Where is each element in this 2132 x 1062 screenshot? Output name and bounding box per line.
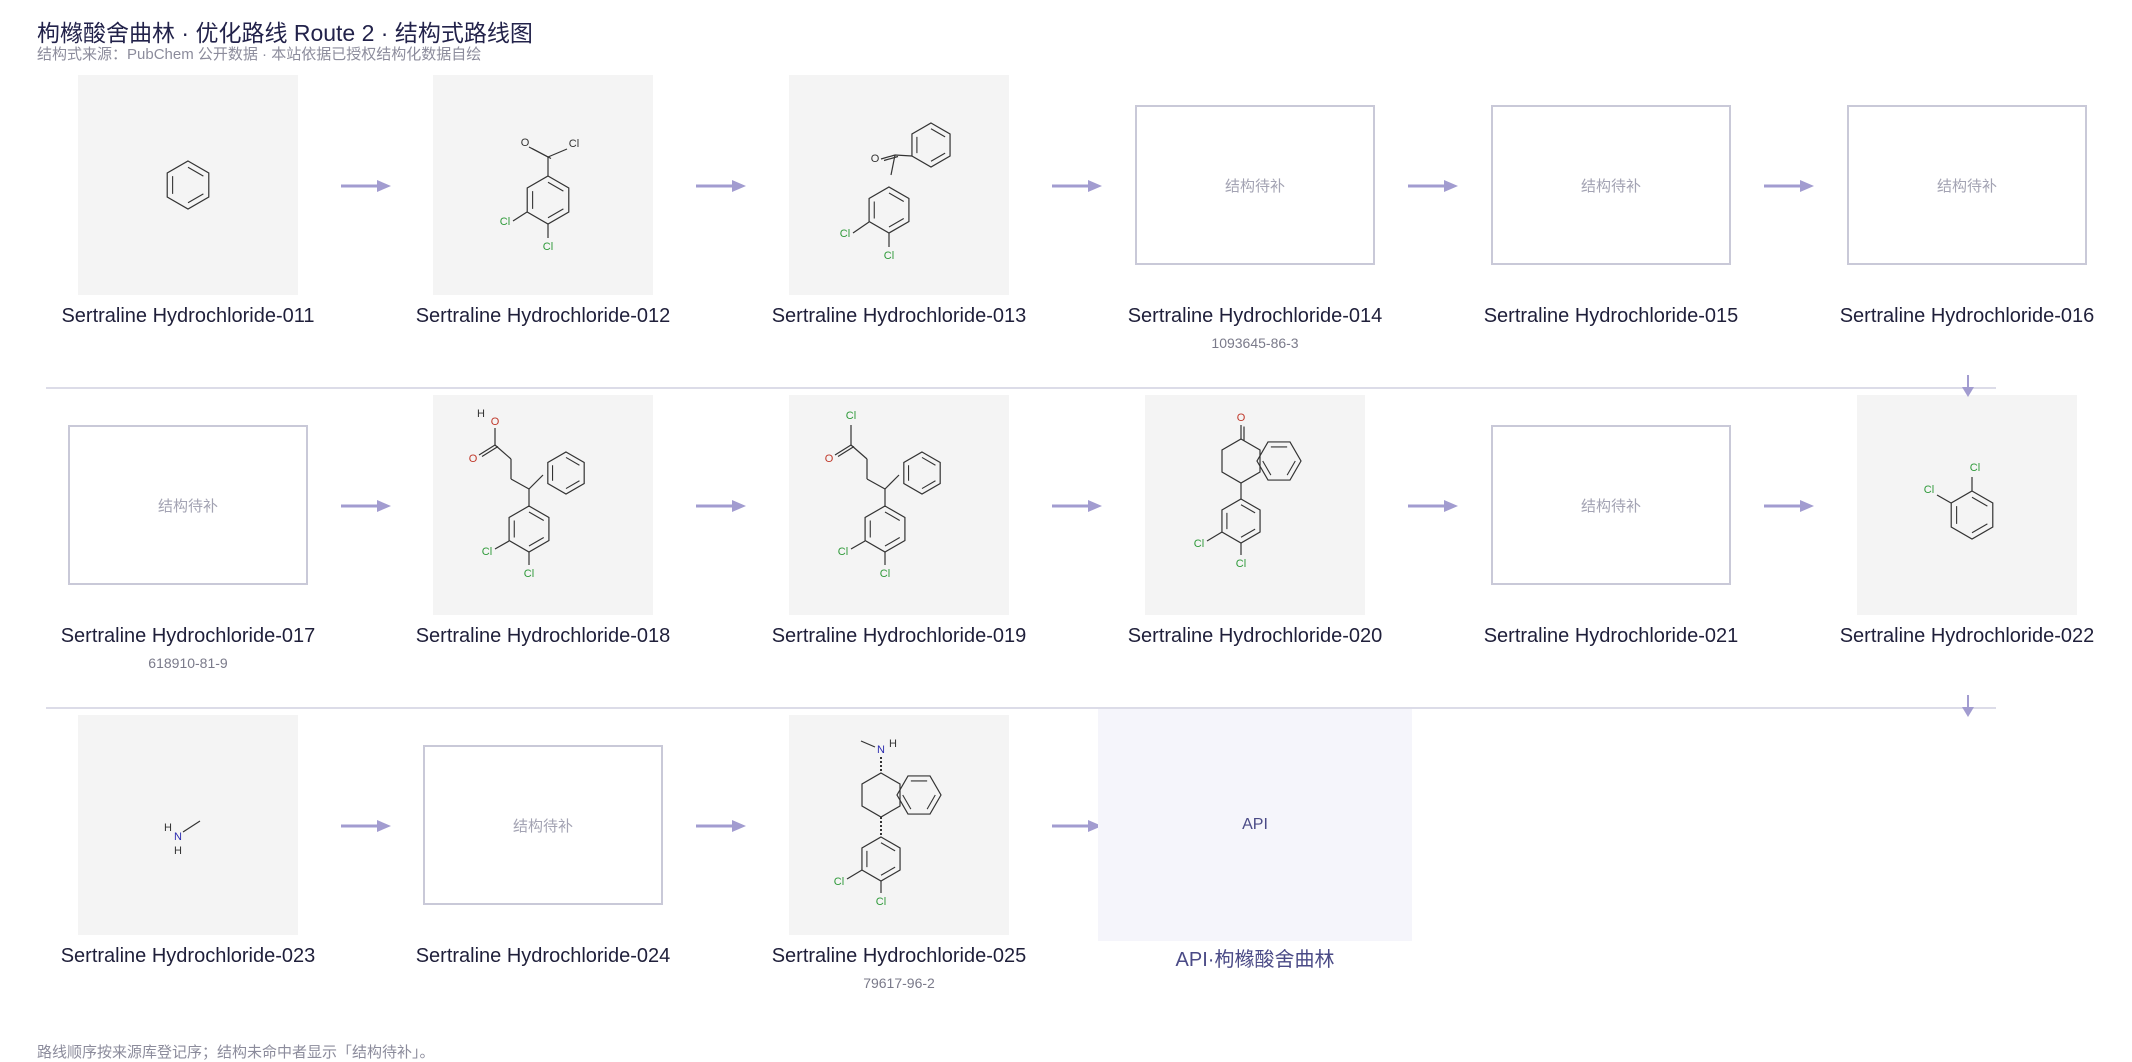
hydrogen-atom: H xyxy=(477,408,485,420)
node-label: Sertraline Hydrochloride-011 xyxy=(61,305,315,327)
chlorine-atom: Cl xyxy=(524,568,534,580)
chlorine-atom: Cl xyxy=(1970,462,1980,474)
node-label: Sertraline Hydrochloride-014 xyxy=(1127,305,1383,327)
node-label: Sertraline Hydrochloride-022 xyxy=(1839,625,2095,647)
row-continue-arrow xyxy=(1960,695,1976,717)
oxygen-atom: O xyxy=(521,137,530,149)
chlorine-atom: Cl xyxy=(840,228,850,240)
hydrogen-atom: H xyxy=(889,738,897,750)
structure-drawing: NHH xyxy=(164,820,201,857)
chlorine-atom: Cl xyxy=(884,250,894,262)
node-label: API·枸橼酸舍曲林 xyxy=(1175,949,1335,971)
node-label: Sertraline Hydrochloride-023 xyxy=(60,945,316,967)
chlorine-atom: Cl xyxy=(846,410,856,422)
chlorine-atom: Cl xyxy=(569,138,579,150)
chlorine-atom: Cl xyxy=(543,241,553,253)
pending-structure-box: 结构待补 xyxy=(68,425,308,585)
pending-structure-box: 结构待补 xyxy=(423,745,663,905)
node-label: Sertraline Hydrochloride-025 xyxy=(771,945,1027,967)
flow-arrow xyxy=(341,818,391,834)
node-label: Sertraline Hydrochloride-020 xyxy=(1127,625,1383,647)
flow-arrow xyxy=(1408,498,1458,514)
row-divider xyxy=(46,387,1996,389)
oxygen-atom: O xyxy=(491,416,500,428)
chlorine-atom: Cl xyxy=(834,876,844,888)
flow-arrow xyxy=(1764,178,1814,194)
pending-structure-box: 结构待补 xyxy=(1491,425,1731,585)
cas-number: 79617-96-2 xyxy=(863,975,935,991)
api-box: API xyxy=(1098,709,1412,941)
pending-structure-box: 结构待补 xyxy=(1135,105,1375,265)
hydrogen-atom: H xyxy=(164,822,172,834)
oxygen-atom: O xyxy=(871,153,880,165)
flow-arrow xyxy=(341,178,391,194)
oxygen-atom: O xyxy=(825,453,834,465)
page-subtitle: 结构式来源：PubChem 公开数据 · 本站依据已授权结构化数据自绘 xyxy=(37,46,482,63)
chlorine-atom: Cl xyxy=(1924,484,1934,496)
node-label: Sertraline Hydrochloride-015 xyxy=(1483,305,1739,327)
chlorine-atom: Cl xyxy=(482,546,492,558)
oxygen-atom: O xyxy=(469,453,478,465)
chlorine-atom: Cl xyxy=(1236,558,1246,570)
nitrogen-atom: N xyxy=(174,831,182,843)
flow-arrow xyxy=(1052,178,1102,194)
node-label: Sertraline Hydrochloride-024 xyxy=(415,945,671,967)
node-label: Sertraline Hydrochloride-013 xyxy=(771,305,1027,327)
flow-arrow xyxy=(341,498,391,514)
chlorine-atom: Cl xyxy=(838,546,848,558)
page-title: 枸橼酸舍曲林 · 优化路线 Route 2 · 结构式路线图 xyxy=(37,20,533,46)
chlorine-atom: Cl xyxy=(1194,538,1204,550)
chlorine-atom: Cl xyxy=(500,216,510,228)
nitrogen-atom: N xyxy=(877,744,885,756)
footer-note: 路线顺序按来源库登记序；结构未命中者显示「结构待补」。 xyxy=(37,1044,435,1061)
structure-drawing xyxy=(166,160,210,210)
pending-structure-box: 结构待补 xyxy=(1491,105,1731,265)
node-label: Sertraline Hydrochloride-012 xyxy=(415,305,671,327)
flow-arrow xyxy=(1408,178,1458,194)
flow-arrow xyxy=(1052,818,1102,834)
node-label: Sertraline Hydrochloride-018 xyxy=(415,625,671,647)
oxygen-atom: O xyxy=(1237,412,1246,424)
flow-arrow xyxy=(696,498,746,514)
pending-structure-box: 结构待补 xyxy=(1847,105,2087,265)
hydrogen-atom: H xyxy=(174,845,182,857)
cas-number: 1093645-86-3 xyxy=(1211,335,1299,351)
flow-arrow xyxy=(1052,498,1102,514)
row-divider xyxy=(46,707,1996,709)
node-label: Sertraline Hydrochloride-019 xyxy=(771,625,1027,647)
node-label: Sertraline Hydrochloride-021 xyxy=(1483,625,1739,647)
flow-arrow xyxy=(696,818,746,834)
structure-box xyxy=(78,75,298,295)
chlorine-atom: Cl xyxy=(876,896,886,908)
node-label: Sertraline Hydrochloride-017 xyxy=(60,625,316,647)
node-label: Sertraline Hydrochloride-016 xyxy=(1839,305,2095,327)
chlorine-atom: Cl xyxy=(880,568,890,580)
cas-number: 618910-81-9 xyxy=(148,655,228,671)
flow-arrow xyxy=(696,178,746,194)
row-continue-arrow xyxy=(1960,375,1976,397)
flow-arrow xyxy=(1764,498,1814,514)
